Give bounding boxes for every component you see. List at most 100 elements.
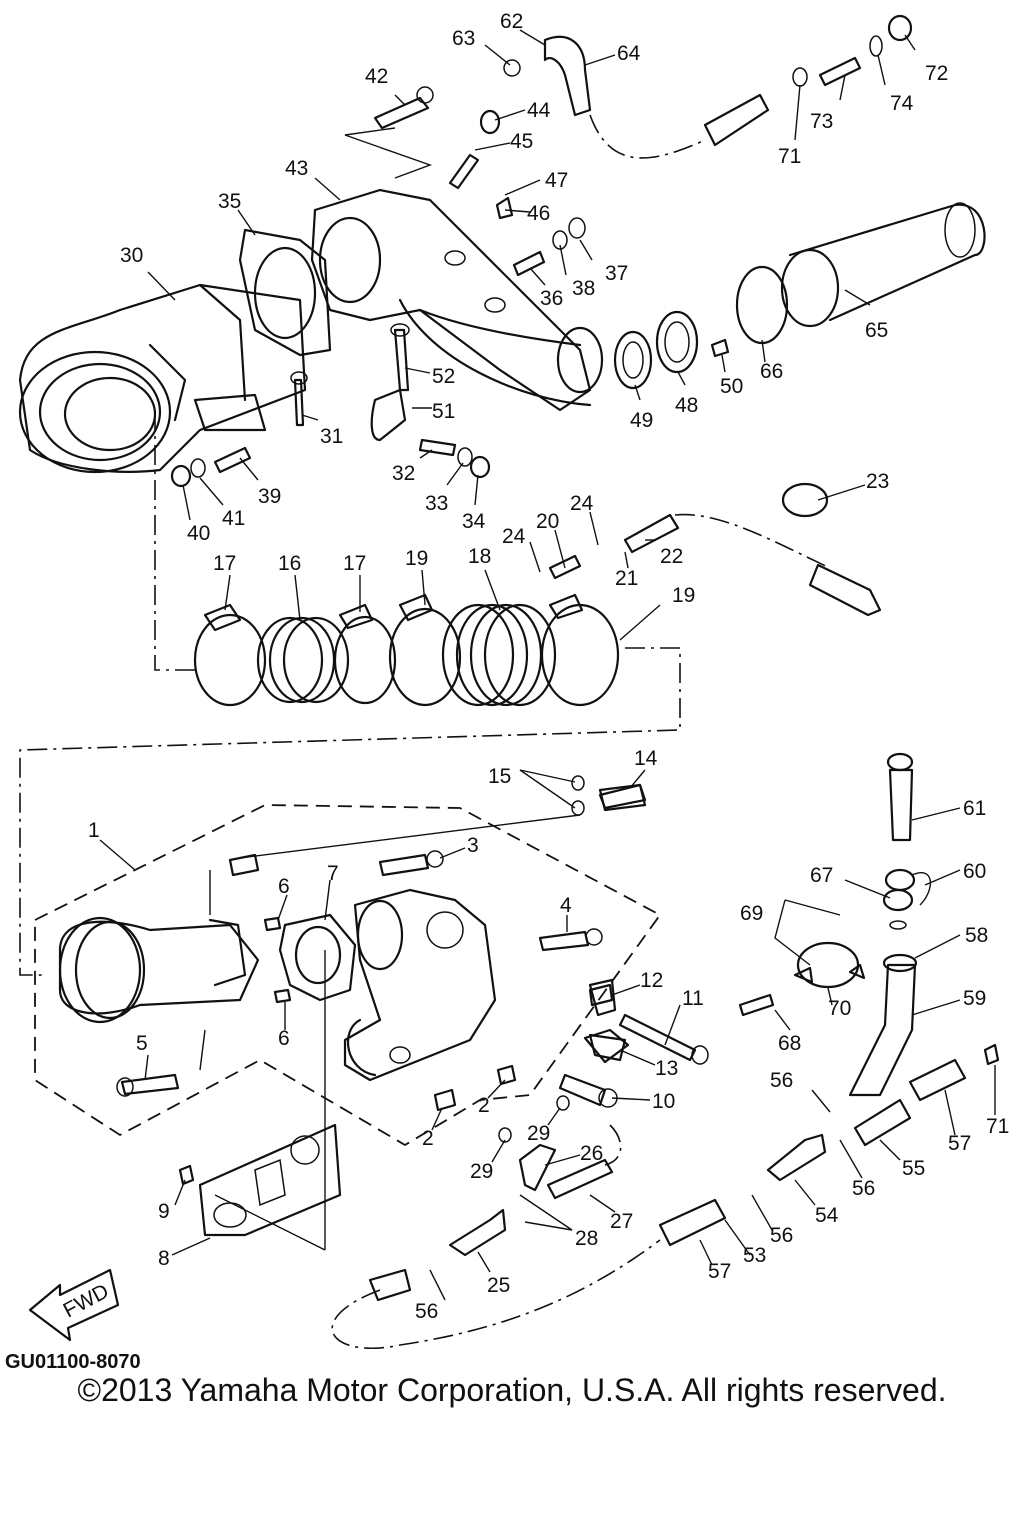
part-19-clamp-b (540, 603, 620, 707)
callout-61: 61 (963, 797, 986, 820)
part-14-hose (598, 783, 647, 812)
part-17-clamp-a (193, 613, 267, 707)
part-70-clamp (793, 941, 866, 989)
lower-exhaust-assembly: FWD (28, 752, 1000, 1350)
assembly-1-boundary (34, 804, 662, 1147)
part-30-muffler (18, 283, 307, 474)
callout-49: 49 (630, 409, 653, 432)
part-49-gasket-inner (622, 341, 644, 379)
callout-47: 47 (545, 169, 568, 192)
callout-60: 60 (963, 860, 986, 883)
callout-25: 25 (487, 1274, 510, 1297)
callout-67: 67 (810, 864, 833, 887)
callout-21: 21 (615, 567, 638, 590)
callout-29-a: 29 (527, 1122, 550, 1145)
callout-50: 50 (720, 375, 743, 398)
callout-39: 39 (258, 485, 281, 508)
callout-3: 3 (467, 834, 479, 857)
part-49-gasket (613, 330, 653, 390)
part-66-clamp (735, 265, 789, 345)
callout-15: 15 (488, 765, 511, 788)
callout-13: 13 (655, 1057, 678, 1080)
callout-2-b: 2 (422, 1127, 434, 1150)
callout-30: 30 (120, 244, 143, 267)
callout-19-a: 19 (405, 547, 428, 570)
callout-7: 7 (327, 862, 339, 885)
callout-22: 22 (660, 545, 683, 568)
part-19-clamp-a (388, 607, 462, 707)
small-fasteners-top (170, 14, 913, 488)
callout-56-b: 56 (852, 1177, 875, 1200)
callout-20: 20 (536, 510, 559, 533)
callout-51: 51 (432, 400, 455, 423)
callout-55: 55 (902, 1157, 925, 1180)
callout-43: 43 (285, 157, 308, 180)
callout-leaders (99, 29, 996, 1301)
callout-29-b: 29 (470, 1160, 493, 1183)
part-61-fitting (888, 768, 914, 842)
small-fasteners-lower (116, 775, 709, 1186)
callout-56-c: 56 (770, 1224, 793, 1247)
part-54-fitting (766, 1133, 827, 1182)
callout-26: 26 (580, 1142, 603, 1165)
callout-59: 59 (963, 987, 986, 1010)
part-48-gasket-inner (664, 321, 690, 363)
callout-38: 38 (572, 277, 595, 300)
bracket-42 (344, 127, 433, 179)
callout-6-b: 6 (278, 1027, 290, 1050)
reference-code: GU01100-8070 (5, 1351, 141, 1373)
callout-71-b: 71 (986, 1115, 1009, 1138)
callout-70: 70 (828, 997, 851, 1020)
callout-17-b: 17 (343, 552, 366, 575)
callout-63: 63 (452, 27, 475, 50)
callout-56-d: 56 (415, 1300, 438, 1323)
fwd-label: FWD (60, 1280, 113, 1323)
part-67-washer (882, 888, 914, 912)
part-25-fitting (448, 1208, 507, 1257)
part-64-hose (543, 35, 770, 159)
callout-5: 5 (136, 1032, 148, 1055)
callout-12: 12 (640, 969, 663, 992)
callout-66: 66 (760, 360, 783, 383)
copyright-notice: ©2013 Yamaha Motor Corporation, U.S.A. A… (77, 1372, 947, 1408)
callout-36: 36 (540, 287, 563, 310)
part-35-gasket (238, 228, 332, 357)
callout-69: 69 (740, 902, 763, 925)
joint-row-frame (19, 647, 681, 976)
callout-73: 73 (810, 110, 833, 133)
callout-72: 72 (925, 62, 948, 85)
callout-18: 18 (468, 545, 491, 568)
part-65-outlet-hose (780, 202, 986, 328)
joint-row (19, 482, 882, 976)
callout-41: 41 (222, 507, 245, 530)
callout-65: 65 (865, 319, 888, 342)
callout-71: 71 (778, 145, 801, 168)
callout-74: 74 (890, 92, 914, 115)
part-17-clamp-b (333, 615, 397, 705)
callout-27: 27 (610, 1210, 633, 1233)
part-7-gasket (278, 913, 357, 1002)
callout-44: 44 (527, 99, 551, 122)
callout-46: 46 (527, 202, 550, 225)
callout-19-b: 19 (672, 584, 695, 607)
callout-48: 48 (675, 394, 698, 417)
callout-6-a: 6 (278, 875, 290, 898)
part-57-hose-a (658, 1198, 727, 1247)
part-68-bolt (738, 993, 775, 1017)
part-43-exhaust-chamber (310, 188, 604, 412)
callout-1: 1 (88, 819, 100, 842)
callout-53: 53 (743, 1244, 766, 1267)
callout-9: 9 (158, 1200, 170, 1223)
callout-34: 34 (462, 510, 486, 533)
upper-exhaust-assembly (18, 14, 986, 671)
callout-23: 23 (866, 470, 889, 493)
callout-64: 64 (617, 42, 641, 65)
callout-8: 8 (158, 1247, 170, 1270)
callout-28: 28 (575, 1227, 598, 1250)
callout-56-a: 56 (770, 1069, 793, 1092)
callout-40: 40 (187, 522, 210, 545)
part-55-hose (853, 1098, 912, 1147)
callout-58: 58 (965, 924, 988, 947)
callout-62: 62 (500, 10, 523, 33)
